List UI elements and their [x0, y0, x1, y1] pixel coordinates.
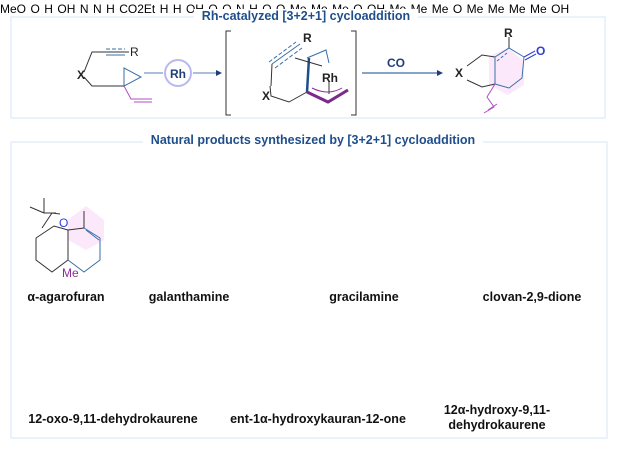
galanthamine-oh-label: OH [57, 2, 76, 16]
catalyst-cycle-icon [164, 59, 192, 87]
compound-name-line1: 12α-hydroxy-9,11- [443, 403, 551, 417]
reaction-scheme-title: Rh-catalyzed [3+2+1] cycloaddition [193, 9, 419, 23]
catalyst-label: Rh [170, 67, 186, 81]
int-r-label: R [303, 31, 312, 45]
gracilamine-co2et-label: CO2Et [119, 2, 156, 16]
compound-name: clovan-2,9-dione [482, 290, 582, 304]
rh-intermediate [225, 30, 357, 116]
hydroxykaurene-me-label: Me [487, 2, 505, 16]
galanthamine-n-label: N [79, 2, 89, 16]
compound-name: α-agarofuran [27, 290, 105, 304]
reagent-label: CO [387, 56, 405, 70]
hydroxykaurene-me-label: Me [530, 2, 547, 16]
compound-name: ent-1α-hydroxykauran-12-one [230, 412, 406, 426]
agarofuran-o-label: O [59, 216, 68, 230]
galanthamine-o-label: O [30, 2, 40, 16]
hydroxykaurene-oh-label: OH [551, 2, 570, 16]
kauranone-me-label: Me [466, 2, 484, 16]
agarofuran-me-label: Me [62, 266, 79, 280]
compound-name: 12-oxo-9,11-dehydrokaurene [28, 412, 198, 426]
gracilamine-h-label: H [172, 2, 182, 16]
natural-products-title: Natural products synthesized by [3+2+1] … [142, 133, 484, 147]
kauranone-o-label: O [452, 2, 463, 16]
gracilamine-h-label: H [159, 2, 169, 16]
prod-x-label: X [455, 66, 463, 80]
product [466, 37, 537, 114]
structure-agarofuran [29, 198, 104, 273]
gracilamine-h-label: H [106, 2, 115, 16]
int-rh-label: Rh [322, 71, 338, 85]
compound-name: galanthamine [148, 290, 230, 304]
galanthamine-h-label: H [44, 2, 53, 16]
sm-r-label: R [130, 45, 139, 59]
prod-r-label: R [504, 26, 513, 40]
starting-material [83, 48, 152, 103]
compound-name: 12α-hydroxy-9,11- dehydrokaurene [444, 403, 550, 433]
galanthamine-meo-label: MeO [0, 2, 27, 16]
hydroxykaurene-me-label: Me [508, 2, 526, 16]
prod-o-label: O [536, 44, 545, 58]
compound-name-line2: dehydrokaurene [448, 418, 546, 432]
sm-x-label: X [77, 68, 85, 82]
kauranone-me-label: Me [431, 2, 449, 16]
arrow-head-icon [216, 70, 222, 76]
arrow-head-icon [437, 70, 443, 76]
int-x-label: X [262, 89, 270, 103]
gracilamine-n-label: N [92, 2, 102, 16]
compound-name: gracilamine [329, 290, 399, 304]
